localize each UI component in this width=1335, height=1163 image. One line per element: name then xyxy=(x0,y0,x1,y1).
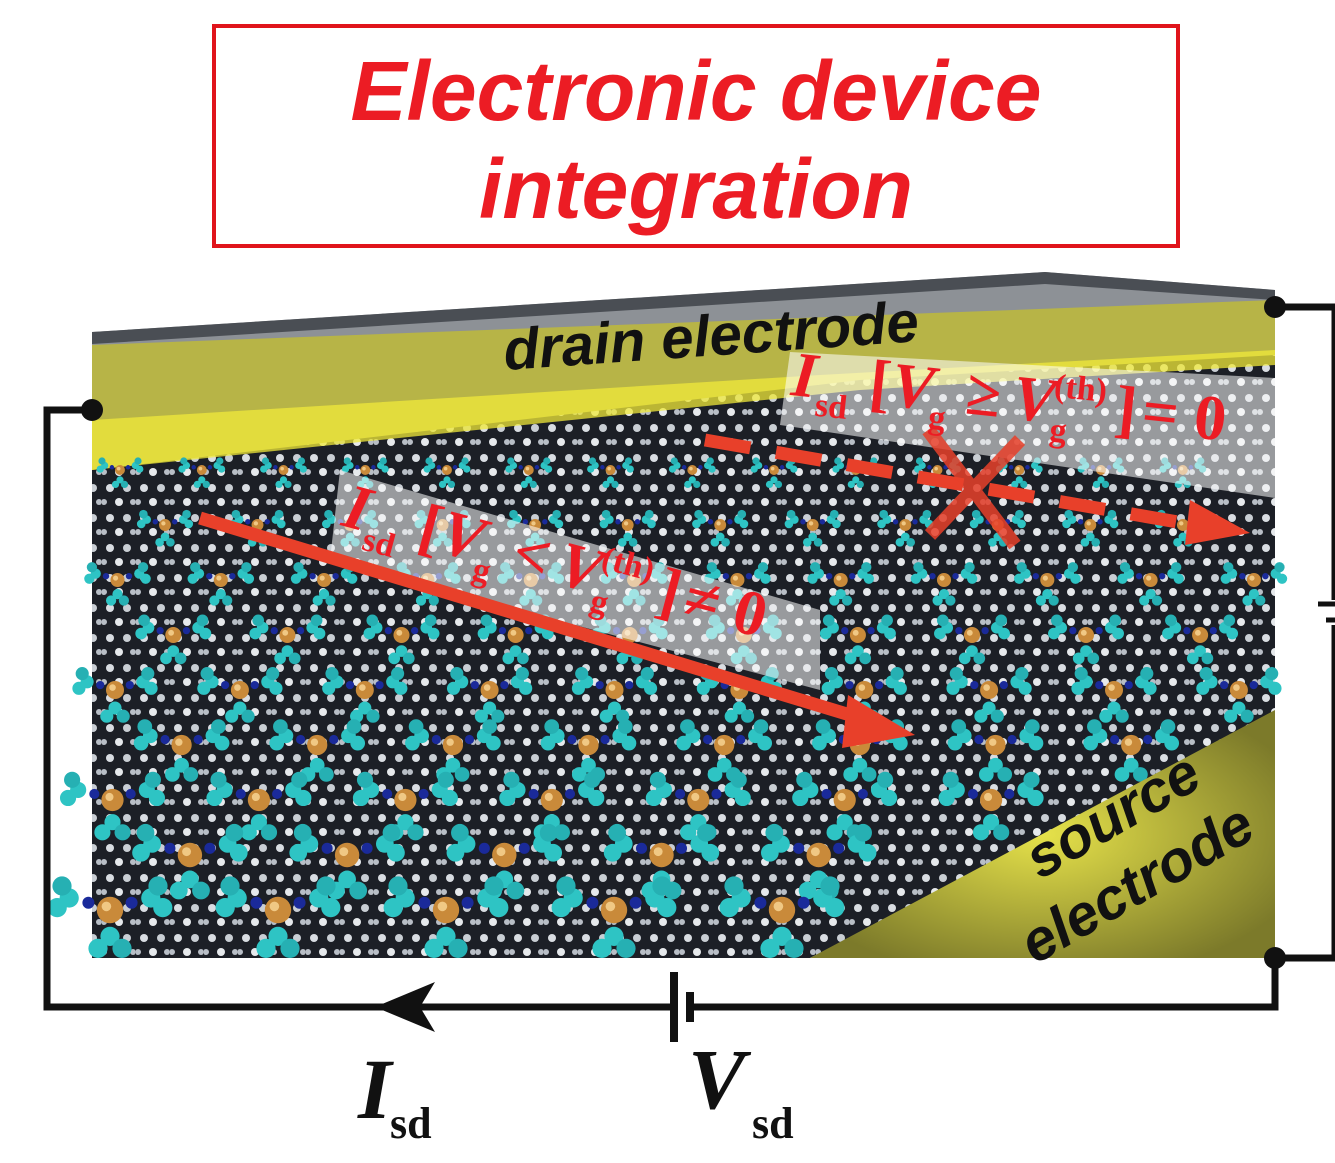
closed-channel-arrow xyxy=(703,433,1197,532)
voltage-label: V xyxy=(688,1031,752,1127)
closed-V2-sub: g xyxy=(1048,411,1069,450)
closed-result: = 0 xyxy=(1139,375,1230,454)
title-line-1: Electronic device xyxy=(350,44,1042,138)
title-box: Electronic device integration xyxy=(212,24,1180,248)
source-electrode xyxy=(810,710,1275,958)
source-terminal xyxy=(1264,947,1286,969)
closed-I-sub: sd xyxy=(813,387,849,427)
drain-terminal xyxy=(81,399,103,421)
closed-channel-panel xyxy=(780,352,1275,498)
current-label-sub: sd xyxy=(390,1099,432,1148)
closed-V2-sup: (th) xyxy=(1052,368,1108,410)
voltage-label-sub: sd xyxy=(752,1099,794,1148)
open-channel-arrowhead xyxy=(842,695,915,748)
open-channel-arrow xyxy=(198,511,862,725)
closed-relation: ≥ xyxy=(963,357,1005,431)
current-label: I xyxy=(357,1041,394,1137)
current-arrowhead xyxy=(375,982,435,1032)
title-line-2: integration xyxy=(479,142,913,236)
drain-top-terminal xyxy=(1264,296,1286,318)
blocked-cross xyxy=(922,425,1026,550)
closed-channel-arrowhead xyxy=(1185,500,1250,545)
open-channel-panel xyxy=(330,470,820,690)
closed-V1-sub: g xyxy=(927,399,948,438)
